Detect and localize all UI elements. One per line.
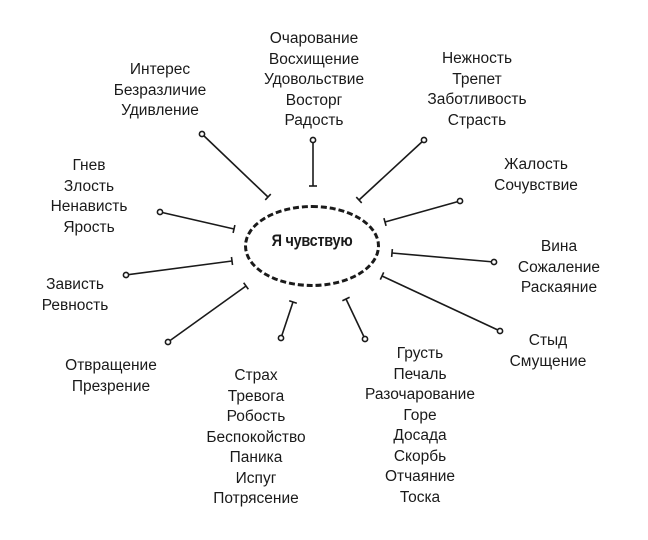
connector-end-circle: [496, 327, 504, 335]
emotion-word: Отчаяние: [384, 468, 456, 485]
emotion-word: Нежность: [441, 50, 513, 67]
emotion-word: Робость: [226, 408, 286, 425]
emotion-group-interest: Интерес Безразличие Удивление: [98, 60, 222, 122]
emotion-word: Радость: [284, 112, 344, 129]
connector-tick: [243, 282, 249, 290]
emotion-word: Раскаяние: [520, 279, 598, 296]
connector-line: [280, 301, 294, 339]
emotion-group-shame: Стыд Смущение: [496, 331, 600, 372]
connector-lines: [122, 130, 504, 346]
connector-line: [167, 285, 247, 343]
emotion-word: Беспокойство: [206, 428, 306, 446]
emotion-word: Трепет: [452, 70, 502, 88]
emotion-word: Восхищение: [268, 50, 360, 68]
connector-tick: [288, 299, 298, 305]
connector-end-circle: [277, 334, 285, 342]
emotion-group-sadness: Грусть Печаль Разочарование Горе Досада …: [350, 344, 490, 508]
emotion-word: Смущение: [509, 352, 587, 370]
emotion-group-envy: Зависть Ревность: [28, 275, 122, 316]
emotion-group-joy: Очарование Восхищение Удовольствие Восто…: [252, 29, 376, 132]
emotion-word: Удивление: [121, 102, 199, 119]
emotion-group-fear: Страх Тревога Робость Беспокойство Паник…: [190, 366, 322, 510]
emotion-word: Сочувствие: [494, 176, 578, 194]
connector-tick: [355, 196, 363, 204]
connector-end-circle: [490, 258, 498, 266]
emotion-word: Злость: [63, 177, 115, 195]
emotion-word: Печаль: [393, 365, 447, 383]
emotion-word: Ярость: [63, 218, 115, 236]
connector-tick: [383, 217, 387, 227]
connector-end-circle: [361, 335, 369, 343]
emotion-word: Безразличие: [113, 81, 207, 99]
connector-line: [159, 211, 235, 230]
connector-end-circle: [156, 208, 164, 216]
emotion-word: Очарование: [269, 30, 359, 47]
emotion-word: Восторг: [285, 91, 343, 109]
emotion-word: Грусть: [396, 345, 444, 362]
emotion-word: Удовольствие: [263, 71, 365, 88]
center-ellipse: [244, 205, 380, 287]
emotion-word: Вина: [540, 238, 578, 255]
emotion-word: Ревность: [41, 296, 109, 314]
emotion-word: Разочарование: [365, 386, 475, 403]
connector-tick: [230, 256, 234, 266]
connector-line: [125, 260, 233, 276]
emotion-word: Паника: [229, 449, 283, 466]
connector-line: [358, 139, 425, 201]
connector-tick: [390, 248, 394, 258]
connector-end-circle: [309, 136, 317, 144]
center-label: Я чувствую: [271, 231, 353, 250]
emotion-word: Тоска: [399, 488, 441, 506]
emotion-word: Потрясение: [213, 490, 299, 507]
connector-end-circle: [420, 136, 428, 144]
emotion-word: Страсть: [447, 111, 507, 129]
emotion-word: Испуг: [235, 469, 277, 487]
connector-line: [345, 298, 366, 340]
emotion-group-disgust: Отвращение Презрение: [54, 356, 168, 397]
emotion-word: Зависть: [46, 276, 104, 293]
emotion-word: Жалость: [504, 156, 568, 173]
connector-line: [391, 252, 495, 263]
emotion-word: Презрение: [71, 377, 151, 395]
emotion-group-anger: Гнев Злость Ненависть Ярость: [34, 156, 144, 238]
connector-line: [381, 275, 501, 332]
emotion-word: Скорбь: [393, 447, 447, 465]
emotion-word: Стыд: [528, 332, 568, 349]
emotion-word: Горе: [403, 406, 437, 424]
connector-line: [201, 133, 269, 198]
connector-tick: [379, 272, 385, 280]
emotion-word: Страх: [234, 367, 278, 384]
emotion-word: Сожаление: [517, 258, 601, 276]
connector-end-circle: [164, 338, 172, 346]
connector-tick: [264, 193, 272, 201]
connector-tick: [232, 224, 236, 234]
emotion-word: Досада: [393, 427, 447, 444]
emotion-word: Тревога: [227, 387, 285, 405]
connector-end-circle: [122, 271, 130, 279]
connector-end-circle: [198, 130, 206, 138]
emotion-group-tenderness: Нежность Трепет Заботливость Страсть: [415, 49, 539, 131]
emotion-group-guilt: Вина Сожаление Раскаяние: [507, 237, 611, 299]
emotion-word: Отвращение: [65, 357, 157, 374]
connector-end-circle: [456, 197, 464, 205]
emotion-word: Ненависть: [50, 198, 128, 215]
emotion-group-pity: Жалость Сочувствие: [484, 155, 588, 196]
emotion-word: Заботливость: [427, 91, 527, 108]
emotion-word: Интерес: [129, 61, 191, 78]
connector-tick: [342, 296, 350, 302]
connector-line: [384, 200, 461, 223]
emotion-word: Гнев: [72, 157, 106, 174]
